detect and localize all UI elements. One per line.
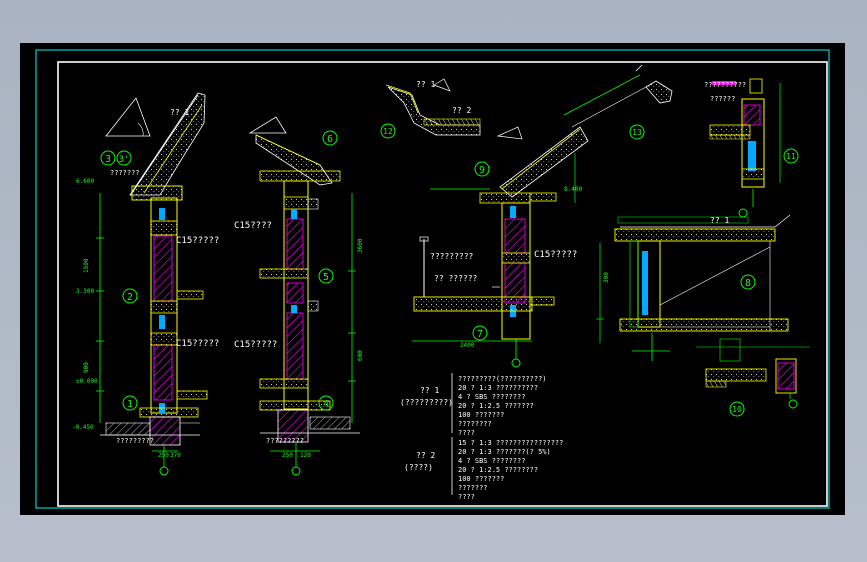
- legend1-title: ?? 1: [420, 386, 439, 395]
- label-c15-e: C15?????: [534, 250, 577, 260]
- dim-3600: 3600: [357, 238, 364, 253]
- label-c15-c: C15????: [234, 221, 272, 231]
- detail-10: [696, 338, 810, 409]
- section-detail-center-left: [248, 116, 360, 476]
- callout-3-prime: 3': [119, 155, 130, 165]
- detail-8: [596, 214, 791, 361]
- label-c15-b: C15?????: [176, 339, 219, 349]
- legend2-title: ?? 2: [416, 451, 435, 460]
- drawing-canvas: 3 3' 2 1 6 5 4 12 9 7: [35, 49, 830, 509]
- callout-2: 2: [127, 292, 133, 303]
- dim-120-center: 120: [300, 452, 311, 459]
- detail-11: [709, 78, 781, 218]
- label-top-note-b: ??????????: [704, 81, 746, 89]
- dim-300: 300: [603, 272, 610, 283]
- legend1-line-2: 20 ? 1:3 ??????????: [458, 384, 538, 392]
- label-bottom-note-a: ?????????: [116, 437, 154, 445]
- label-mid-note-b: ?? ??????: [434, 274, 478, 283]
- label-bottom-note-b: ?????????: [266, 437, 304, 445]
- callout-12: 12: [383, 127, 393, 136]
- legend2-line-6: ???????: [458, 484, 488, 492]
- drawing-viewport[interactable]: 3 3' 2 1 6 5 4 12 9 7: [20, 43, 845, 515]
- callout-10: 10: [732, 405, 742, 414]
- callout-8: 8: [745, 278, 751, 289]
- detail-9: [430, 126, 589, 204]
- legend1-line-1: ?????????(??????????): [458, 375, 547, 383]
- legend1-line-7: ????: [458, 429, 475, 437]
- detail-12: [385, 78, 481, 136]
- legend2-line-2: 20 ? 1:3 ???????(? 5%): [458, 448, 551, 456]
- dim-elev-6600: 6.600: [76, 178, 94, 185]
- dim-1500-left: 1500: [83, 258, 90, 273]
- annotation-labels: C15????? C15????? C15???? C15????? C15??…: [110, 80, 746, 445]
- dim-elev-0: ±0.000: [76, 378, 98, 385]
- dimension-texts: 250 370 250 120 2400 1500 900 3600 600 3…: [72, 178, 610, 459]
- legend2-line-7: ????: [458, 493, 475, 501]
- inner-frame: [57, 61, 828, 507]
- callout-1: 1: [127, 399, 133, 410]
- dim-600: 600: [357, 350, 364, 361]
- legend1-subtitle: (?????????): [400, 398, 453, 407]
- callout-6: 6: [327, 134, 333, 145]
- callout-7: 7: [477, 329, 483, 340]
- legend2-line-4: 20 ? 1:2.5 ????????: [458, 466, 538, 474]
- label-roof1-c: ?? 1: [416, 80, 435, 89]
- legend1-line-5: 100 ???????: [458, 411, 504, 419]
- outer-frame: [35, 49, 830, 509]
- dim-elev-8400: 8.400: [564, 186, 582, 193]
- label-mid-note-a: ?????????: [430, 252, 474, 261]
- label-c15-a: C15?????: [176, 236, 219, 246]
- dim-elev-neg: -0.450: [72, 424, 94, 431]
- legend2-line-5: 100 ???????: [458, 475, 504, 483]
- callout-9: 9: [479, 165, 485, 176]
- label-roof1-b: ?? 1: [710, 216, 729, 225]
- dim-250-center: 250: [282, 452, 293, 459]
- callout-11: 11: [786, 152, 796, 161]
- detail-7: [412, 202, 555, 368]
- label-c15-d: C15?????: [234, 340, 277, 350]
- callout-3: 3: [105, 154, 111, 165]
- callout-5: 5: [323, 272, 329, 283]
- legend2-line-1: 15 ? 1:3 ????????????????: [458, 439, 563, 447]
- legend1-line-3: 4 ? SBS ????????: [458, 393, 525, 401]
- legend1-line-6: ????????: [458, 420, 492, 428]
- label-roof1-a: ?? 1: [170, 108, 189, 117]
- label-top-note-a: ???????: [110, 169, 140, 177]
- dim-elev-3300: 3.300: [76, 288, 94, 295]
- label-roof2: ?? 2: [452, 106, 471, 115]
- legend-roof-1: ?? 1 (?????????) ?????????(??????????) 2…: [400, 373, 547, 437]
- dim-370-left: 370: [170, 452, 181, 459]
- dim-2400: 2400: [460, 342, 475, 349]
- label-small-note: ??????: [710, 95, 735, 103]
- dim-900-left: 900: [83, 362, 90, 373]
- detail-13: [563, 64, 673, 128]
- legend2-subtitle: (????): [404, 463, 433, 472]
- section-detail-left: [96, 92, 208, 476]
- callout-markers: 3 3' 2 1 6 5 4 12 9 7: [100, 123, 799, 417]
- legend-roof-2: ?? 2 (????) 15 ? 1:3 ???????????????? 20…: [404, 437, 563, 501]
- callout-13: 13: [632, 128, 642, 137]
- legend2-line-3: 4 ? SBS ????????: [458, 457, 525, 465]
- callout-4: 4: [323, 399, 329, 410]
- legend1-line-4: 20 ? 1:2.5 ???????: [458, 402, 534, 410]
- dim-250-left: 250: [158, 452, 169, 459]
